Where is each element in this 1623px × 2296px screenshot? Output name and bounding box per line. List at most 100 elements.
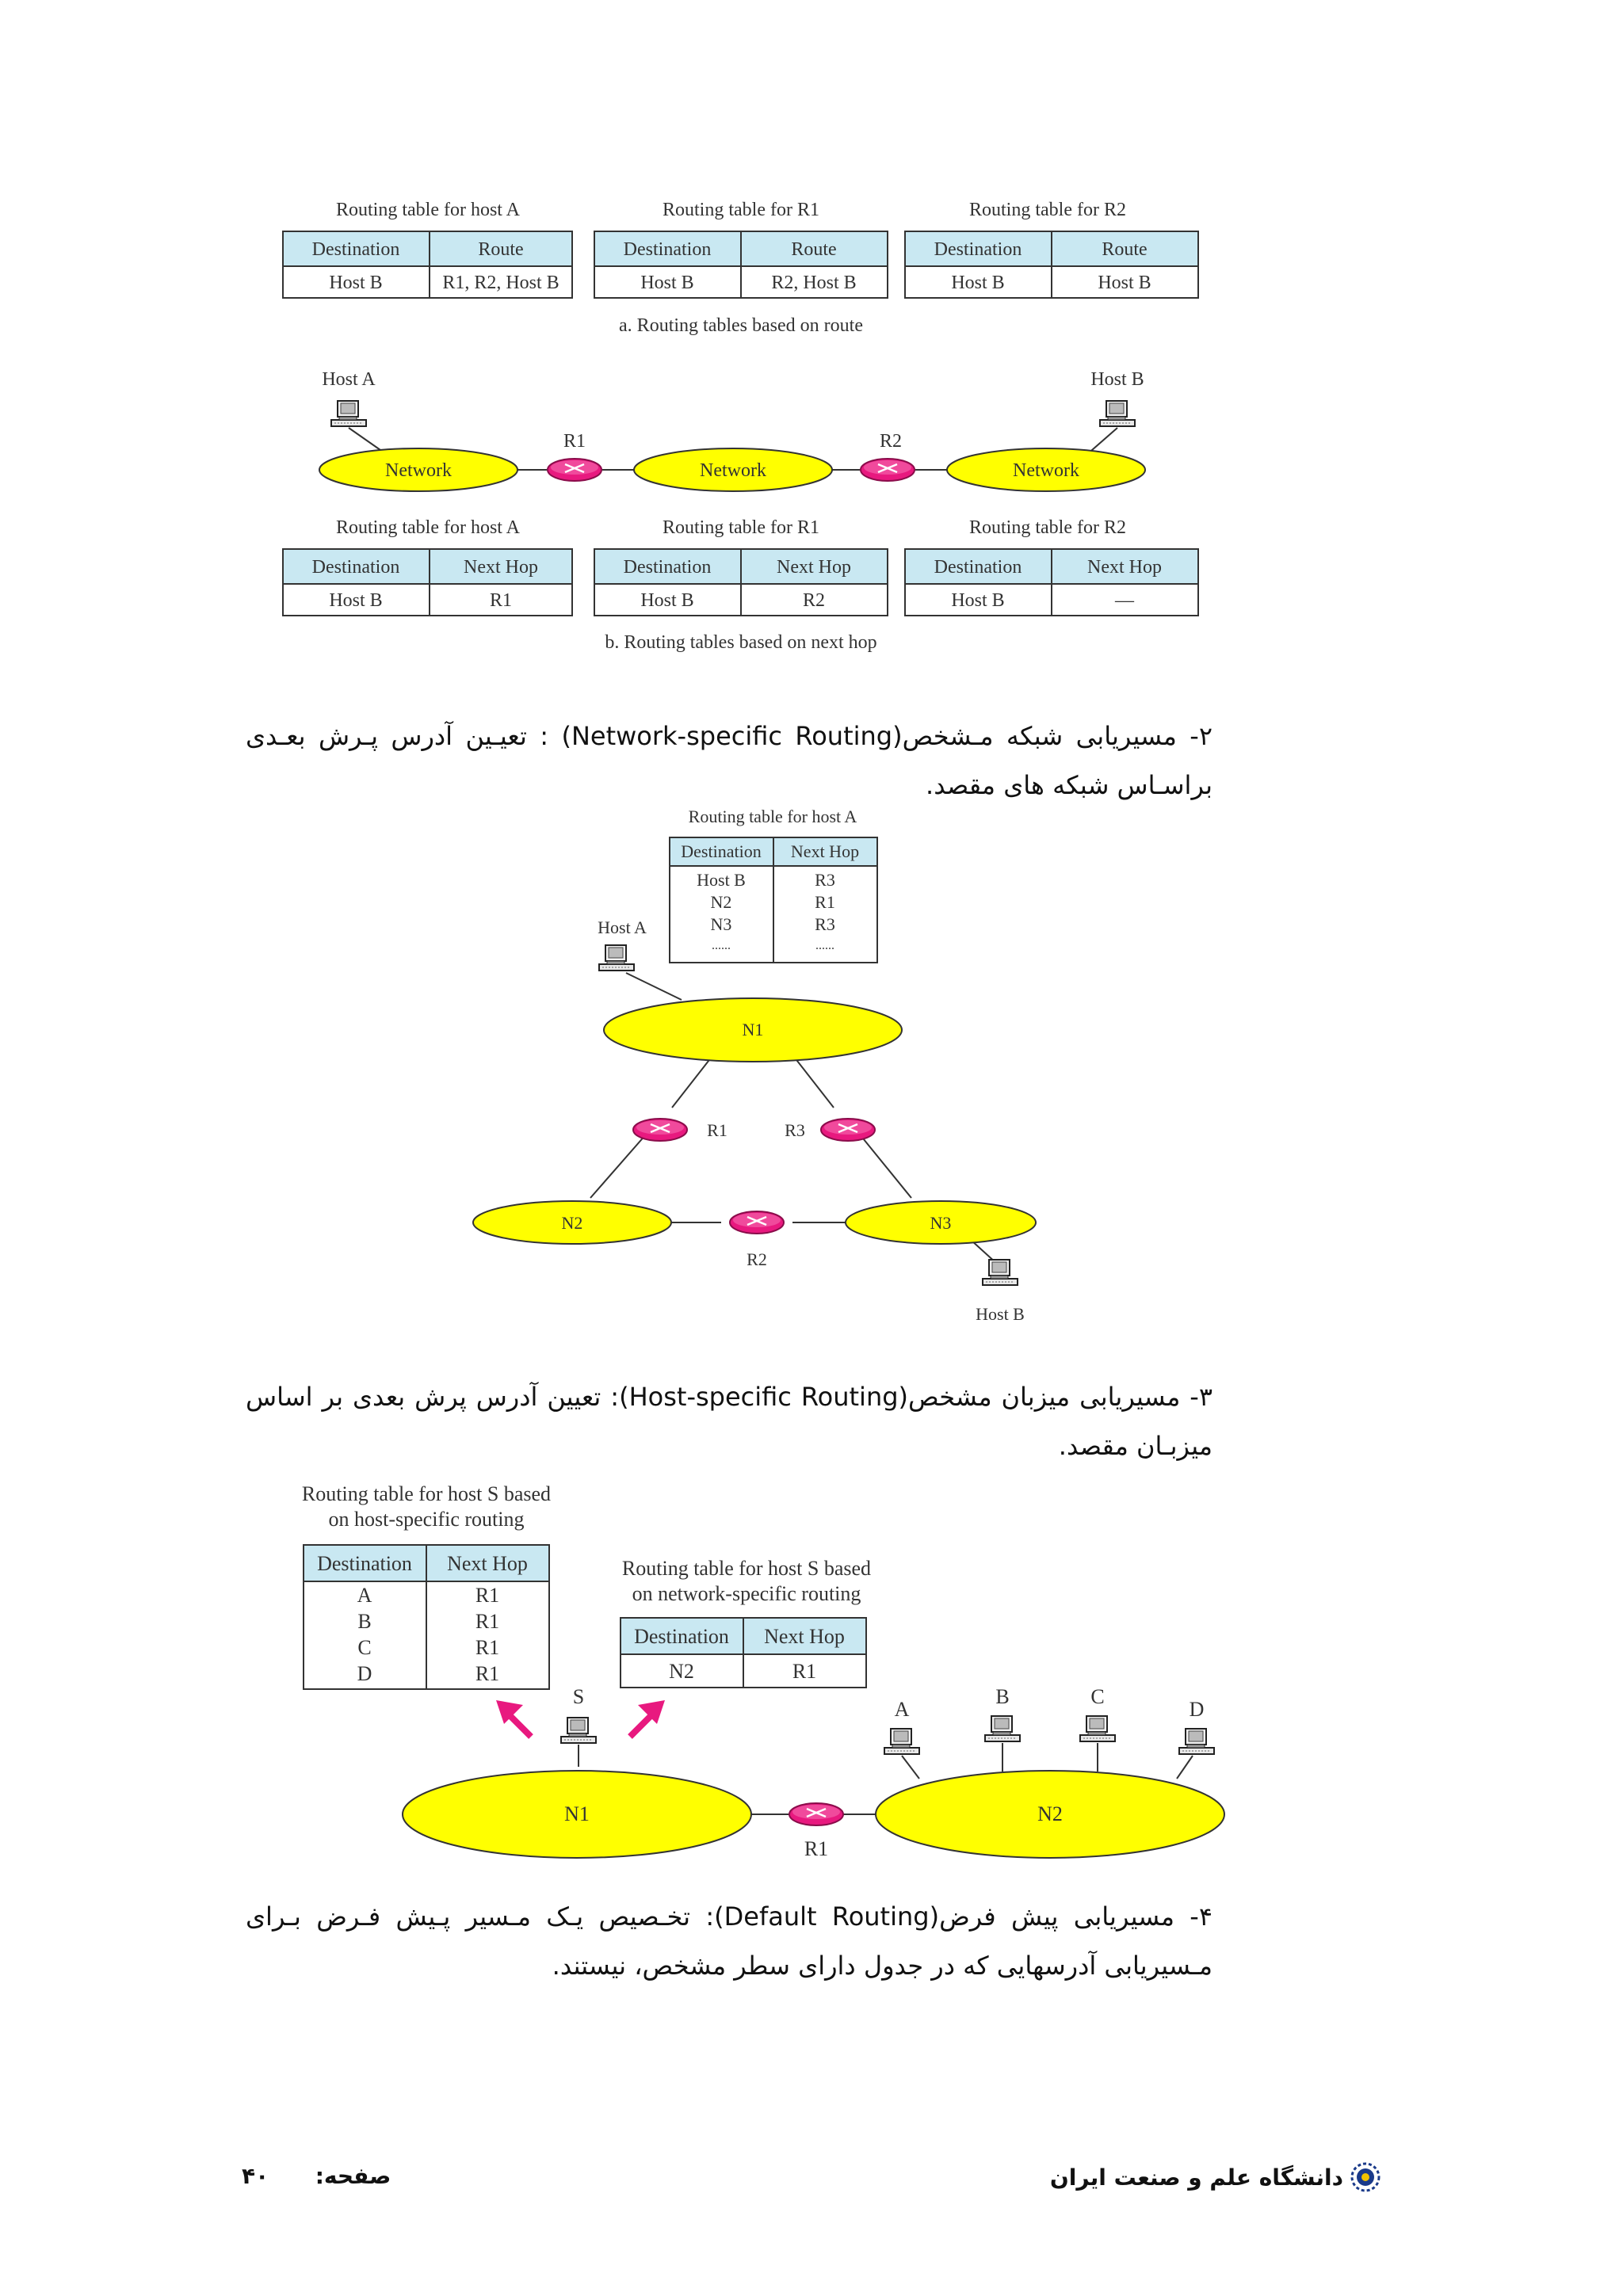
cell-destination: N2 <box>711 892 732 912</box>
paragraph-default-routing: ۴- مسیریابی پیش فرض(Default Routing): تخ… <box>246 1892 1212 1990</box>
header-next-hop: Next Hop <box>464 557 538 578</box>
cell-destination: ...... <box>712 939 731 952</box>
cell-next-hop: R3 <box>815 914 835 934</box>
label-network: Network <box>700 460 766 481</box>
cell-destination: Host B <box>329 590 382 611</box>
table-caption: Routing table for host A <box>689 807 857 826</box>
label-host-a: Host A <box>322 369 376 390</box>
label-r2: R2 <box>880 431 902 452</box>
figure-network-specific: Routing table for host A Destination Nex… <box>472 807 1037 1324</box>
arrow-icon <box>496 1700 533 1739</box>
item-description: ): تخـصیص یـک مـسیر پـیش فـرض بـرای مـسی… <box>246 1901 1212 1981</box>
cell-next-hop: R3 <box>815 870 835 890</box>
table-caption: Routing table for R2 <box>969 200 1126 220</box>
item-description: ) : تعیـین آدرس پـرش بعـدی براسـاس شبکه … <box>246 721 1212 800</box>
computer-icon <box>1099 400 1136 427</box>
table-caption: Routing table for R1 <box>663 517 819 538</box>
header-destination: Destination <box>624 239 712 260</box>
computer-icon <box>560 1717 597 1744</box>
cell-destination: C <box>357 1636 371 1659</box>
label-host-b: Host B <box>976 1304 1025 1324</box>
computer-icon <box>330 400 367 427</box>
cell-next-hop: R1 <box>475 1636 499 1659</box>
network-diagram-1: Host A Host B Network Network Network R1… <box>319 369 1146 492</box>
header-next-hop: Next Hop <box>447 1552 528 1575</box>
cell-next-hop: — <box>1114 590 1135 611</box>
table-top-r2: Routing table for R2 Destination Route H… <box>904 200 1199 299</box>
header-destination: Destination <box>312 239 400 260</box>
router-icon <box>546 457 603 482</box>
cell-destination: Host B <box>329 273 382 293</box>
page-label: صفحه: <box>315 2163 391 2189</box>
cell-route: R1, R2, Host B <box>442 273 559 293</box>
paragraph-host-specific: ۳- مسیریابی میزبان مشخص(Host-specific Ro… <box>246 1372 1212 1470</box>
router-icon <box>859 457 916 482</box>
table-top-r1: Routing table for R1 Destination Route H… <box>594 200 888 299</box>
item-prefix: ۲- مسیریابی شبکه مـشخص( <box>892 721 1213 751</box>
cell-destination: B <box>357 1610 371 1633</box>
label-host-s: S <box>573 1685 584 1708</box>
label-n1: N1 <box>743 1020 764 1039</box>
header-next-hop: Next Hop <box>1087 557 1162 578</box>
label-host-d: D <box>1190 1698 1205 1721</box>
cell-next-hop: ...... <box>815 939 834 952</box>
header-next-hop: Next Hop <box>791 841 859 861</box>
router-icon <box>819 1117 876 1142</box>
header-destination: Destination <box>681 841 761 861</box>
item-prefix: ۴- مسیریابی پیش فرض( <box>929 1901 1213 1932</box>
router-icon <box>632 1117 689 1142</box>
page-number-footer: صفحه: ۴۰ <box>242 2163 391 2189</box>
cell-route: Host B <box>1098 273 1151 293</box>
header-destination: Destination <box>312 557 400 578</box>
label-r1: R1 <box>707 1120 727 1140</box>
university-name: دانشگاه علم و صنعت ایران <box>1049 2164 1343 2191</box>
cell-route: R2, Host B <box>771 273 856 293</box>
header-route: Route <box>1102 239 1147 260</box>
computer-icon <box>598 944 635 971</box>
cell-next-hop: R1 <box>815 892 835 912</box>
label-n2: N2 <box>562 1213 583 1233</box>
cell-destination: Host B <box>640 273 693 293</box>
label-r2: R2 <box>747 1249 767 1269</box>
header-destination: Destination <box>634 1625 729 1648</box>
table-caption: Routing table for host A <box>336 517 521 538</box>
label-n1: N1 <box>564 1802 590 1825</box>
header-destination: Destination <box>317 1552 412 1575</box>
header-next-hop: Next Hop <box>764 1625 845 1648</box>
cell-destination: D <box>357 1662 372 1685</box>
cell-next-hop: R1 <box>475 1662 499 1685</box>
table1-caption-line1: Routing table for host S based <box>302 1482 551 1505</box>
caption-a: a. Routing tables based on route <box>619 315 863 336</box>
table-caption: Routing table for R1 <box>663 200 819 220</box>
page-number: ۴۰ <box>242 2163 269 2189</box>
header-next-hop: Next Hop <box>777 557 851 578</box>
table-top-host-a: Routing table for host A Destination Rou… <box>282 200 573 299</box>
table-bottom-r1: Routing table for R1 Destination Next Ho… <box>594 517 888 616</box>
table-caption: Routing table for R2 <box>969 517 1126 538</box>
cell-destination: Host B <box>640 590 693 611</box>
label-host-b: Host B <box>1090 369 1144 390</box>
figure-host-specific: Routing table for host S based on host-s… <box>302 1482 1225 1860</box>
caption-b: b. Routing tables based on next hop <box>605 632 876 653</box>
cell-destination: Host B <box>951 590 1004 611</box>
label-host-b: B <box>995 1685 1009 1708</box>
cell-destination: Host B <box>697 870 746 890</box>
label-n2: N2 <box>1037 1802 1063 1825</box>
cell-destination: N3 <box>711 914 732 934</box>
table-caption: Routing table for host A <box>336 200 521 220</box>
table2-caption-line2: on network-specific routing <box>632 1582 861 1605</box>
label-r3: R3 <box>785 1120 805 1140</box>
cell-next-hop: R2 <box>803 590 825 611</box>
university-logo-icon <box>1350 2162 1381 2192</box>
table-bottom-host-a: Routing table for host A Destination Nex… <box>282 517 573 616</box>
label-host-a: Host A <box>598 917 647 937</box>
label-n3: N3 <box>930 1213 952 1233</box>
item-term: Default Routing <box>724 1901 930 1932</box>
computer-icon <box>884 1728 920 1755</box>
router-icon <box>728 1210 785 1235</box>
item-term: Network-specific Routing <box>571 721 893 751</box>
paragraph-network-specific: ۲- مسیریابی شبکه مـشخص(Network-specific … <box>246 711 1212 810</box>
table1-caption-line2: on host-specific routing <box>329 1508 525 1531</box>
item-prefix: ۳- مسیریابی میزبان مشخص( <box>898 1382 1213 1412</box>
table2-caption-line1: Routing table for host S based <box>622 1557 871 1580</box>
